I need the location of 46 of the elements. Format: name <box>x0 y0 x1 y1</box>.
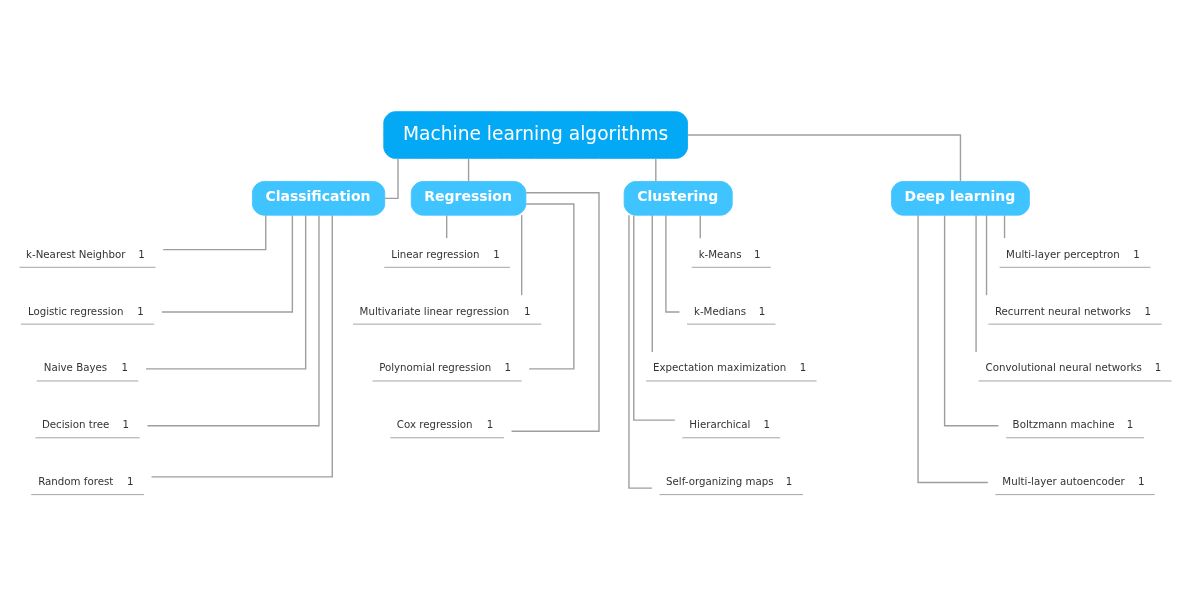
node-text: k-Nearest Neighbor 1 <box>26 247 145 260</box>
connector <box>161 214 294 313</box>
connector <box>975 214 977 353</box>
node-box: Machine learning algorithms <box>383 111 688 159</box>
node-text: Random forest 1 <box>38 475 134 488</box>
connector <box>510 192 600 432</box>
connector <box>525 203 575 370</box>
node-text: Self-organizing maps 1 <box>666 475 793 488</box>
connector <box>917 214 989 484</box>
connector <box>686 134 962 183</box>
connector <box>162 214 267 251</box>
connector <box>146 214 320 427</box>
node-text: Logistic regression 1 <box>27 304 144 317</box>
node-text: Naive Bayes 1 <box>43 361 129 374</box>
connector <box>651 214 653 353</box>
node-text: Recurrent neural networks 1 <box>994 304 1151 317</box>
node-text: Polynomial regression 1 <box>379 361 511 374</box>
connector <box>655 157 657 183</box>
connector <box>145 214 307 370</box>
node-box: Deep learning <box>891 181 1030 216</box>
connector <box>150 214 333 478</box>
connector <box>699 214 701 239</box>
connector <box>943 214 1000 427</box>
node-text: Cox regression 1 <box>396 418 494 431</box>
node-text: Boltzmann machine 1 <box>1012 418 1134 431</box>
connector <box>1003 214 1006 239</box>
node-text: Multi-layer perceptron 1 <box>1006 247 1140 260</box>
connector <box>985 214 988 296</box>
node-text: Convolutional neural networks 1 <box>985 361 1162 374</box>
node-text: k-Medians 1 <box>694 304 766 317</box>
connector <box>628 214 653 489</box>
node-box: Regression <box>410 181 527 216</box>
node-box: Clustering <box>623 181 733 216</box>
node-text: Multivariate linear regression 1 <box>359 304 531 317</box>
node-text: Decision tree 1 <box>41 418 129 431</box>
connector <box>520 214 523 296</box>
node-text: Expectation maximization 1 <box>653 361 807 374</box>
node-text: Multi-layer autoencoder 1 <box>1002 475 1145 488</box>
node-box: Classification <box>251 181 386 216</box>
connector <box>633 214 676 421</box>
connector <box>467 157 470 183</box>
connector <box>384 157 399 200</box>
connector <box>446 214 448 239</box>
node-text: k-Means 1 <box>698 247 761 260</box>
node-text: Hierarchical 1 <box>689 418 770 431</box>
node-text: Linear regression 1 <box>391 247 500 260</box>
